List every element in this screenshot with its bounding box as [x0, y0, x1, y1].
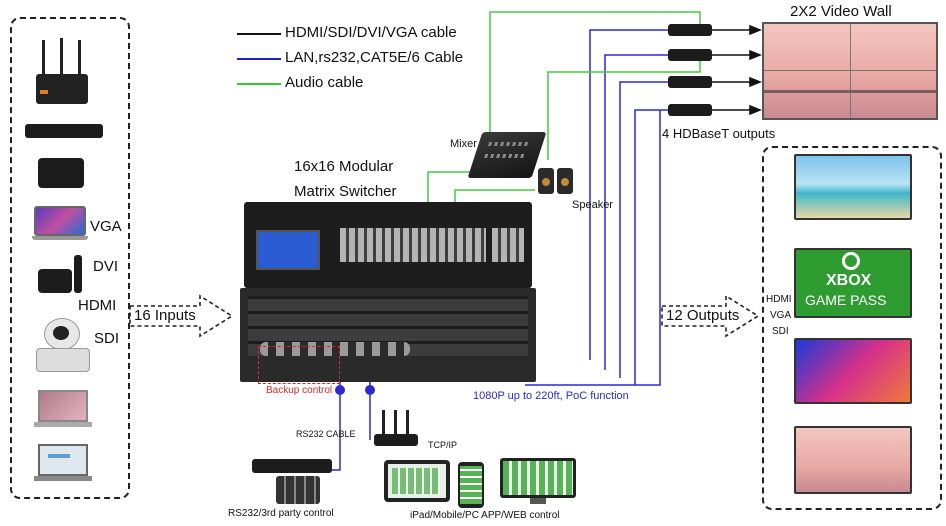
matrix-title-line1: 16x16 Modular — [294, 158, 394, 175]
rs232-cable-label: RS232 CABLE — [296, 429, 356, 439]
speaker-label: Speaker — [572, 199, 613, 211]
outputs-arrow-label: 12 Outputs — [666, 307, 740, 324]
output-side-hdmi: HDMI — [766, 294, 792, 305]
hdbaset-receiver-4 — [668, 104, 712, 116]
bluray-player — [25, 124, 103, 138]
streaming-box — [38, 255, 84, 295]
pc-app — [500, 458, 576, 506]
backup-control-box — [258, 346, 340, 384]
hdbaset-receiver-3 — [668, 76, 712, 88]
input-label-vga: VGA — [90, 218, 122, 235]
laptop-2 — [34, 444, 92, 486]
router-device — [32, 38, 92, 108]
inputs-arrow — [129, 294, 234, 338]
output-side-sdi: SDI — [772, 326, 789, 337]
input-label-sdi: SDI — [94, 330, 120, 347]
xbox-title: XBOX — [826, 272, 872, 289]
xbox-logo-icon — [842, 252, 860, 270]
game-console — [38, 158, 84, 188]
matrix-title-line2: Matrix Switcher — [294, 183, 397, 200]
xbox-subtitle: GAME PASS — [805, 292, 887, 308]
backup-control-label: Backup control — [266, 385, 333, 396]
mixer-label: Mixer — [450, 138, 477, 150]
legend-hdmi-label: HDMI/SDI/DVI/VGA cable — [285, 24, 457, 41]
legend-lan-line — [237, 58, 281, 60]
input-devices-box — [10, 17, 130, 499]
phone-app — [458, 462, 484, 508]
legend-audio-line — [237, 83, 281, 85]
input-label-dvi: DVI — [93, 258, 119, 275]
input-label-hdmi: HDMI — [78, 297, 117, 314]
legend-audio-label: Audio cable — [285, 74, 364, 91]
hdbaset-label: 4 HDBaseT outputs — [662, 126, 776, 141]
tcpip-router — [374, 410, 420, 448]
outputs-arrow — [661, 294, 760, 338]
rs232-control-label: RS232/3rd party control — [228, 508, 334, 519]
tcpip-label: TCP/IP — [428, 440, 458, 450]
speakers — [538, 168, 574, 194]
tv-abstract — [794, 338, 912, 404]
poc-label: 1080P up to 220ft, PoC function — [473, 390, 629, 402]
output-side-vga: VGA — [770, 310, 792, 321]
rs232-device — [252, 459, 332, 473]
video-wall-title: 2X2 Video Wall — [790, 3, 892, 20]
app-control-label: iPad/Mobile/PC APP/WEB control — [410, 510, 560, 521]
ptz-camera — [36, 318, 90, 374]
legend-hdmi-line — [237, 33, 281, 35]
tv-beach — [794, 154, 912, 220]
hdbaset-receiver-1 — [668, 24, 712, 36]
legend-lan-label: LAN,rs232,CAT5E/6 Cable — [285, 49, 464, 66]
hdbaset-receiver-2 — [668, 49, 712, 61]
tablet-app — [384, 460, 450, 502]
laptop-1 — [34, 390, 92, 432]
inputs-arrow-label: 16 Inputs — [134, 307, 196, 324]
matrix-lcd — [256, 230, 320, 270]
control-keypad — [276, 476, 320, 504]
output-displays-box — [762, 146, 942, 510]
laptop-vga — [32, 206, 88, 242]
video-wall — [762, 22, 938, 120]
tv-sunset — [794, 426, 912, 494]
